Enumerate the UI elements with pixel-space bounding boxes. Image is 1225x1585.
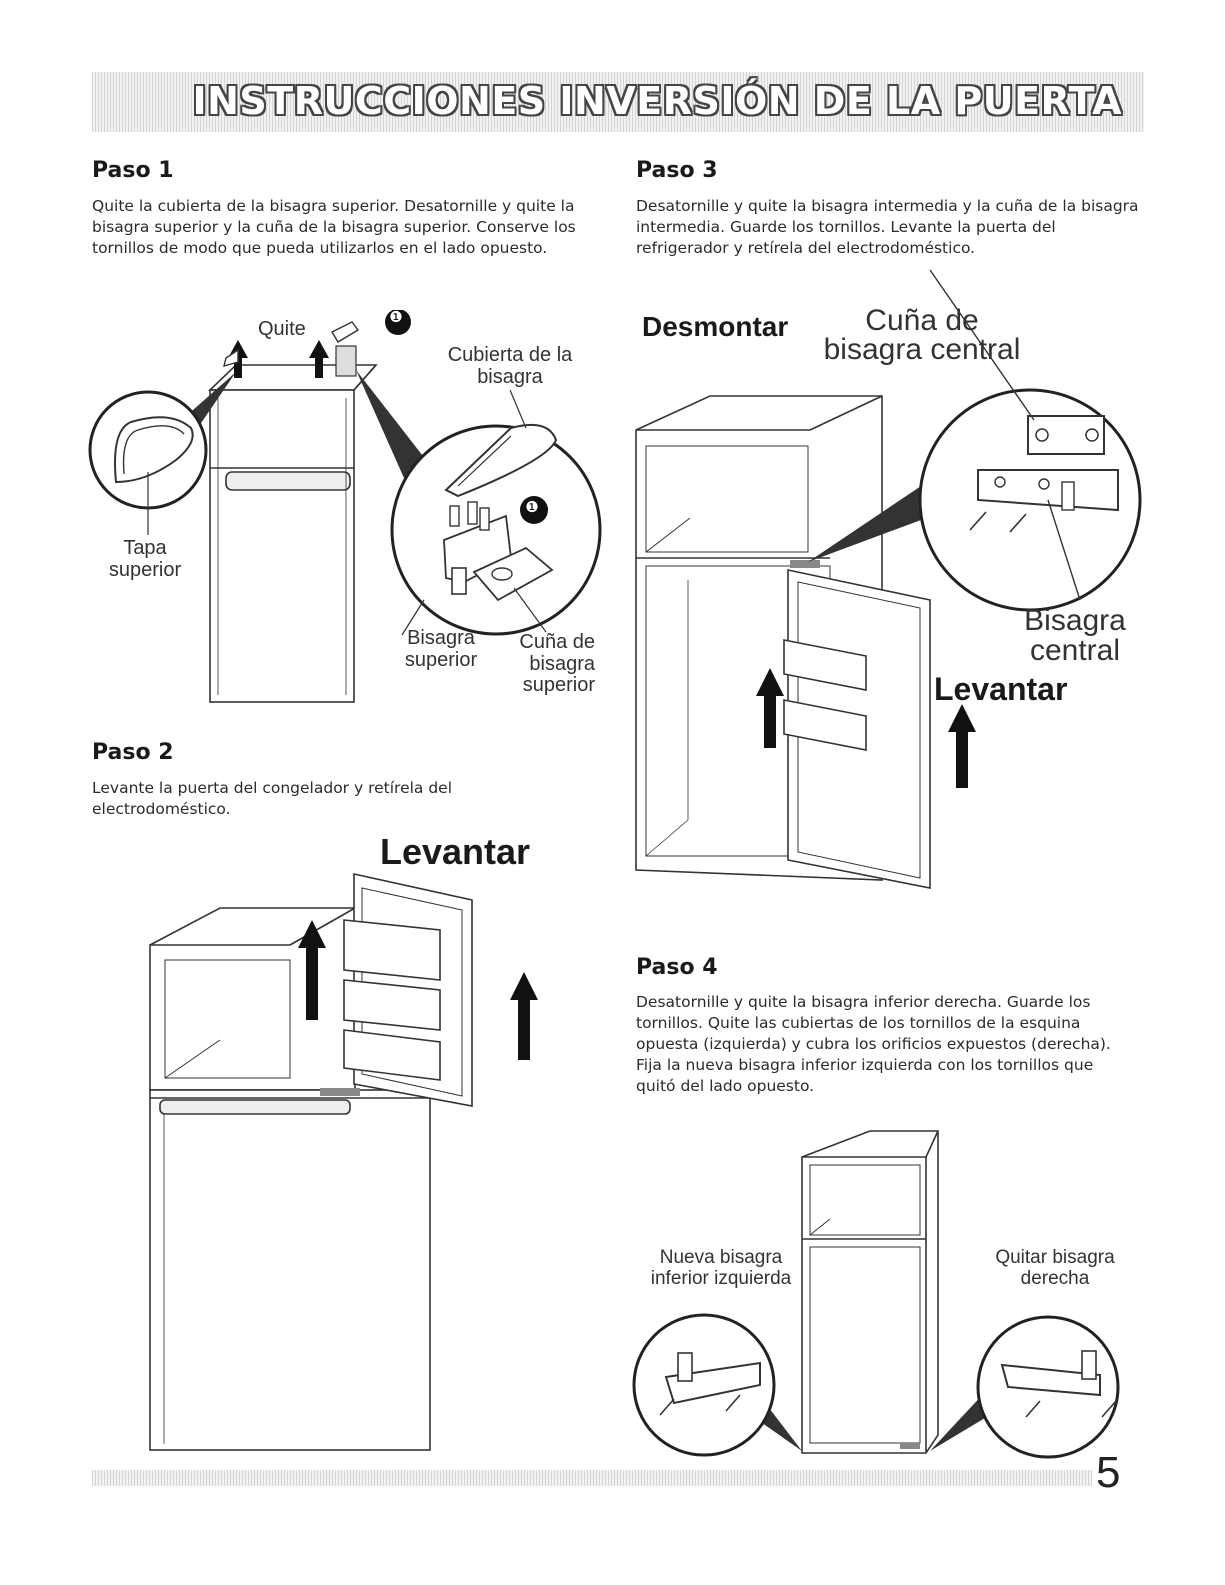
step2-heading: Paso 2 xyxy=(92,740,174,765)
step4-heading: Paso 4 xyxy=(636,955,718,980)
step3-heading: Paso 3 xyxy=(636,158,718,183)
step1-text: Quite la cubierta de la bisagra superior… xyxy=(92,197,576,257)
label-middle-hinge: Bisagra central xyxy=(1024,604,1126,667)
label-top-hinge: Bisagra superior xyxy=(404,627,478,671)
page-number: 5 xyxy=(1096,1448,1121,1497)
step3-lift-label: Levantar xyxy=(934,671,1068,707)
marker-1-top: ❶ xyxy=(389,309,403,326)
step3-illustration xyxy=(635,269,1142,889)
label-top-cap: Tapa superior xyxy=(108,537,182,581)
label-quite: Quite xyxy=(258,318,306,340)
label-remove-right-hinge: Quitar bisagra derecha xyxy=(995,1247,1115,1289)
page-title: INSTRUCCIONES INVERSIÓN DE LA PUERTA xyxy=(192,79,1122,123)
step4-illustration xyxy=(632,1130,1120,1459)
footer-bar xyxy=(92,1470,1092,1486)
step2-lift-label: Levantar xyxy=(380,831,531,872)
step4-text: Desatornille y quite la bisagra inferior… xyxy=(636,993,1111,1095)
step3-remove-label: Desmontar xyxy=(642,311,789,342)
label-new-left-hinge: Nueva bisagra inferior izquierda xyxy=(650,1247,792,1289)
step2-text: Levante la puerta del congelador y retír… xyxy=(92,779,453,818)
label-top-hinge-wedge: Cuña de bisagra superior xyxy=(519,631,595,697)
step1-illustration xyxy=(88,310,602,703)
step1-heading: Paso 1 xyxy=(92,158,174,183)
header-banner: INSTRUCCIONES INVERSIÓN DE LA PUERTA xyxy=(92,72,1144,132)
step3-text: Desatornille y quite la bisagra intermed… xyxy=(636,197,1139,257)
step2-illustration xyxy=(149,873,538,1451)
label-hinge-cover: Cubierta de la bisagra xyxy=(447,344,573,388)
marker-1-right: ❶ xyxy=(525,499,539,516)
label-middle-hinge-wedge: Cuña de bisagra central xyxy=(823,304,1021,367)
